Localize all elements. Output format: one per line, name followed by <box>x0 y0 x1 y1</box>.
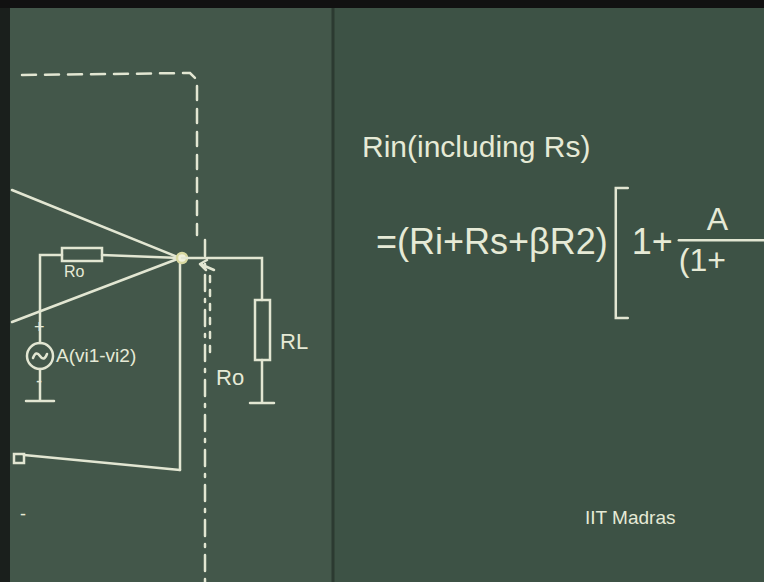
resistor-symbol <box>62 248 102 261</box>
sign-mark: - <box>20 505 26 525</box>
right-board <box>334 0 764 582</box>
source-label: A(vi1-vi2) <box>56 346 136 367</box>
dashed-port-line <box>204 240 207 582</box>
square-bracket <box>616 188 628 318</box>
resistor-label: RL <box>280 330 308 354</box>
formula-term: 1+ <box>632 222 673 262</box>
wire <box>179 258 182 470</box>
formula-term: =(Ri+Rs+βR2) <box>376 222 608 262</box>
wire <box>24 455 180 470</box>
dashed-port-line <box>209 276 212 355</box>
resistor-symbol <box>255 300 270 360</box>
output-resistance-label: Ro <box>216 366 244 390</box>
formula-heading: Rin(including Rs) <box>362 130 590 163</box>
ground-symbol <box>26 400 54 403</box>
wire <box>182 258 262 300</box>
opamp-edge <box>12 258 180 322</box>
source-symbol <box>33 353 47 358</box>
left-board <box>0 0 334 582</box>
formula-denominator: (1+ <box>679 243 726 278</box>
terminal <box>14 454 24 463</box>
polarity-sign: + <box>34 318 45 338</box>
wire <box>102 255 180 258</box>
formula-numerator: A <box>707 202 728 237</box>
ground-symbol <box>250 402 274 405</box>
arrow-symbol <box>200 260 214 270</box>
board-divider <box>332 8 335 582</box>
resistor-label: Ro <box>64 263 84 281</box>
wire <box>261 360 264 402</box>
board-top-edge <box>0 0 764 8</box>
dashed-boundary <box>22 73 197 235</box>
voltage-source <box>27 343 53 369</box>
board-left-edge <box>0 8 10 582</box>
watermark: IIT Madras <box>585 508 675 529</box>
fraction-bar <box>679 239 764 242</box>
polarity-sign: - <box>36 372 42 392</box>
